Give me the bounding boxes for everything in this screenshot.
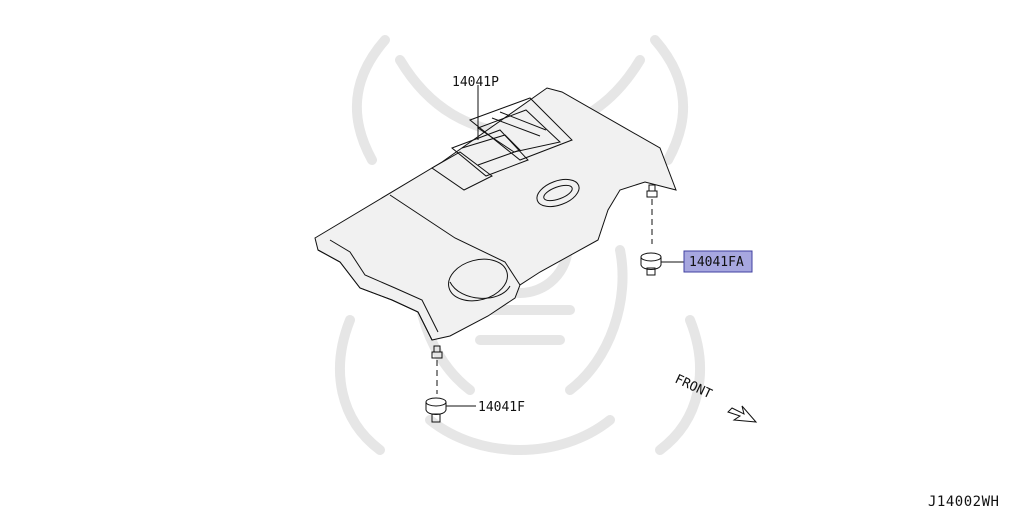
- cover-callout: 14041P: [452, 75, 499, 140]
- front-grommet[interactable]: [425, 345, 476, 423]
- diagram-code: J14002WH: [928, 494, 999, 510]
- engine-cover[interactable]: [314, 87, 677, 341]
- cover-part-number[interactable]: 14041P: [452, 75, 499, 90]
- front-grommet-part-number[interactable]: 14041F: [478, 400, 525, 415]
- front-arrow-icon: [727, 405, 758, 423]
- rear-grommet-part-number: 14041FA: [689, 255, 744, 270]
- rear-grommet[interactable]: [640, 184, 684, 276]
- highlighted-part-label[interactable]: 14041FA: [683, 250, 753, 273]
